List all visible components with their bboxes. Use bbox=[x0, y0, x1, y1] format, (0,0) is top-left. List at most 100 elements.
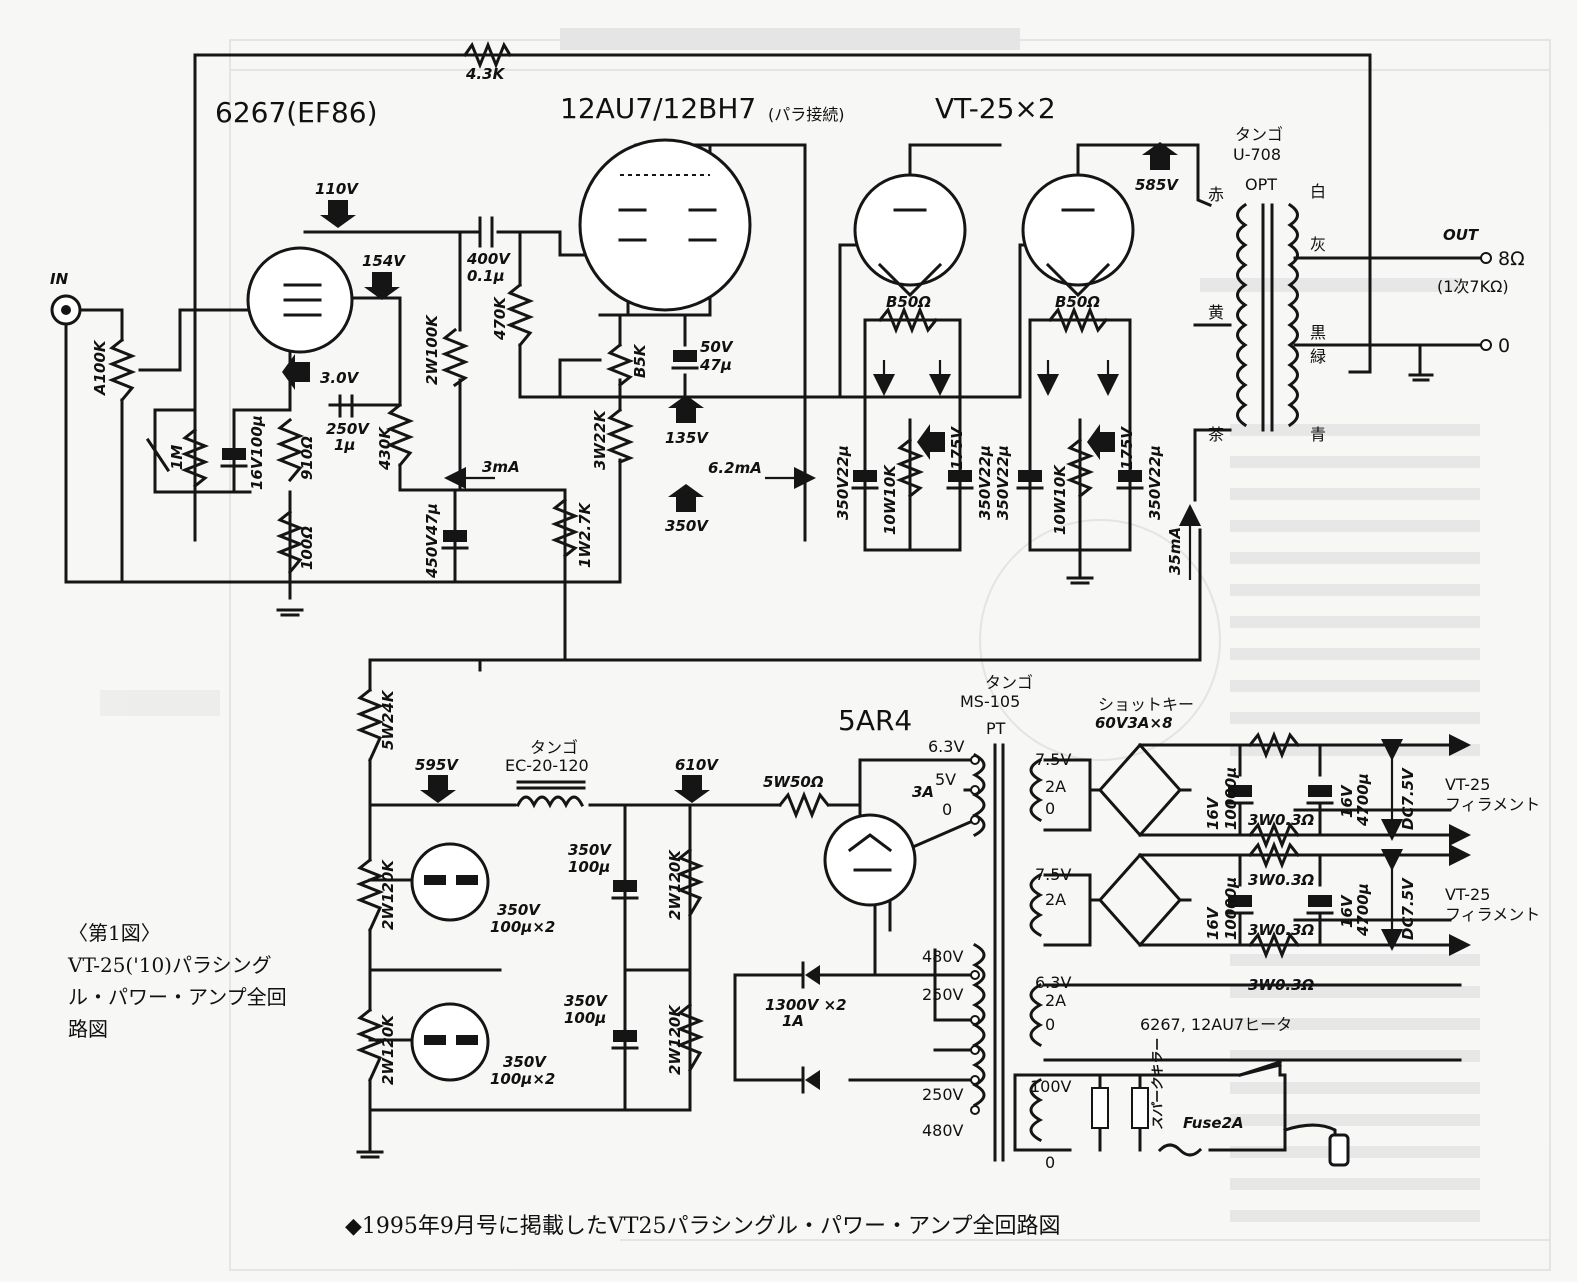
opt-brown: 茶 bbox=[1208, 425, 1224, 444]
label-350x2-a2: 100μ×2 bbox=[490, 918, 555, 936]
label-350v22u-a: 350V22μ bbox=[834, 445, 852, 520]
label-2w120k-4: 2W120K bbox=[666, 1004, 684, 1075]
pt-75v-b: 7.5V bbox=[1035, 865, 1071, 884]
pt-250b: 250V bbox=[922, 1085, 964, 1104]
pt-63v: 6.3V bbox=[928, 737, 964, 756]
opt-green: 緑 bbox=[1310, 347, 1326, 366]
background-datasheet bbox=[100, 28, 1551, 1271]
label-3w03-3: 3W0.3Ω bbox=[1248, 921, 1315, 939]
output-8ohm: 8Ω bbox=[1498, 248, 1525, 270]
ground-symbols bbox=[276, 373, 1434, 1159]
connectors bbox=[50, 294, 1350, 1167]
pt-model: MS-105 bbox=[960, 692, 1020, 711]
label-16v-b: 16V bbox=[1204, 906, 1222, 940]
label-350v22u-b: 350V22μ bbox=[976, 445, 994, 520]
label-10000u-b: 10000μ bbox=[1222, 877, 1240, 940]
label-diode: 1300V ×2 bbox=[765, 996, 847, 1014]
tube-label-vt25: VT-25×2 bbox=[935, 92, 1056, 125]
tube-vt25-1 bbox=[853, 173, 967, 287]
label-350v22u-c: 350V22μ bbox=[994, 445, 1012, 520]
label-3w03-2: 3W0.3Ω bbox=[1248, 871, 1315, 889]
label-3w03-1: 3W0.3Ω bbox=[1248, 811, 1315, 829]
label-3v: 3.0V bbox=[320, 369, 360, 387]
label-2w120k-3: 2W120K bbox=[666, 849, 684, 920]
pt-5v: 5V bbox=[935, 770, 956, 789]
tube-12au7 bbox=[578, 138, 752, 312]
label-62ma: 6.2mA bbox=[708, 459, 762, 477]
opt-yellow: 黄 bbox=[1208, 303, 1224, 322]
label-5w24k: 5W24K bbox=[379, 689, 397, 750]
pt-480b: 480V bbox=[922, 1121, 964, 1140]
label-585v: 585V bbox=[1135, 176, 1179, 194]
label-595v: 595V bbox=[415, 756, 459, 774]
label-a100k: A100K bbox=[91, 339, 109, 396]
tube-label-ef86: 6267(EF86) bbox=[215, 96, 378, 129]
label-b50-1: B50Ω bbox=[886, 293, 931, 311]
opt-model: U-708 bbox=[1233, 145, 1281, 164]
label-470k: 470K bbox=[491, 296, 509, 341]
label-175v-2: 175V bbox=[1118, 426, 1136, 470]
capacitors bbox=[220, 216, 1334, 1082]
datasheet-rows bbox=[100, 28, 1480, 1222]
input-label: IN bbox=[50, 270, 69, 288]
pt-250a: 250V bbox=[922, 985, 964, 1004]
label-350v: 350V bbox=[665, 517, 709, 535]
labels: 6267(EF86) 12AU7/12BH7 (パラ接続) VT-25×2 5A… bbox=[50, 65, 1540, 1239]
label-430k: 430K bbox=[376, 426, 394, 471]
label-350x2-a: 350V bbox=[497, 901, 541, 919]
diodes bbox=[801, 961, 820, 1094]
opt-gray: 灰 bbox=[1310, 235, 1326, 254]
label-10w10k-2: 10W10K bbox=[1051, 464, 1069, 535]
pt-maker: タンゴ bbox=[985, 673, 1033, 692]
opt-label: OPT bbox=[1245, 175, 1277, 194]
label-10w10k-1: 10W10K bbox=[881, 464, 899, 535]
figure-caption: ◆1995年9月号に掲載したVT25パラシングル・パワー・アンプ全回路図 bbox=[345, 1214, 1060, 1239]
label-dc75-a: DC7.5V bbox=[1399, 767, 1417, 830]
label-47u: 47μ bbox=[699, 356, 732, 374]
label-b5k: B5K bbox=[631, 343, 649, 378]
label-4700u-a: 4700μ bbox=[1354, 773, 1372, 827]
opt-maker: タンゴ bbox=[1235, 125, 1283, 144]
label-3w22k: 3W22K bbox=[591, 409, 609, 470]
pt-0-c: 0 bbox=[1045, 1015, 1055, 1034]
label-610v: 610V bbox=[675, 756, 719, 774]
label-1u: 1μ bbox=[334, 436, 355, 454]
label-110v: 110V bbox=[315, 180, 359, 198]
pt-0-a: 0 bbox=[1045, 799, 1055, 818]
label-175v-1: 175V bbox=[948, 426, 966, 470]
label-16v100u: 16V100μ bbox=[248, 415, 266, 490]
filament-a2: フィラメント bbox=[1445, 795, 1540, 814]
pt-75v-a: 7.5V bbox=[1035, 750, 1071, 769]
label-154v: 154V bbox=[362, 252, 406, 270]
label-35ma: 35mA bbox=[1166, 527, 1184, 575]
filament-b1: VT-25 bbox=[1445, 885, 1490, 904]
spark-killer-label: スパークキラー bbox=[1151, 1038, 1166, 1130]
tube-5ar4 bbox=[823, 813, 917, 907]
tube-label-12au7: 12AU7/12BH7 bbox=[560, 92, 756, 125]
label-diode-a: 1A bbox=[782, 1012, 804, 1030]
output-0: 0 bbox=[1498, 335, 1510, 357]
output-impedance: (1次7KΩ) bbox=[1437, 277, 1509, 296]
label-10000u-a: 10000μ bbox=[1222, 767, 1240, 830]
opt-blue: 青 bbox=[1310, 425, 1326, 444]
pt-100v: 100V bbox=[1030, 1077, 1072, 1096]
label-400v: 400V bbox=[466, 250, 511, 268]
label-2w100k: 2W100K bbox=[423, 314, 441, 385]
label-350v100-a: 350V bbox=[568, 841, 612, 859]
schottky-spec: 60V3A×8 bbox=[1095, 714, 1173, 732]
label-350v100-a2: 100μ bbox=[568, 858, 610, 876]
label-3ma: 3mA bbox=[482, 458, 520, 476]
label-16v-c: 16V bbox=[1338, 784, 1356, 818]
filament-a1: VT-25 bbox=[1445, 775, 1490, 794]
opt-white: 白 bbox=[1310, 182, 1326, 201]
pt-480a: 480V bbox=[922, 947, 964, 966]
label-4700u-b: 4700μ bbox=[1354, 883, 1372, 937]
label-350v22u-d: 350V22μ bbox=[1146, 445, 1164, 520]
output-label: OUT bbox=[1443, 226, 1480, 244]
label-r-fb: 4.3K bbox=[465, 65, 506, 83]
label-250v: 250V bbox=[326, 420, 370, 438]
pt-0a: 0 bbox=[942, 800, 952, 819]
label-350x2-b: 350V bbox=[503, 1053, 547, 1071]
fuse-label: Fuse2A bbox=[1183, 1114, 1244, 1132]
